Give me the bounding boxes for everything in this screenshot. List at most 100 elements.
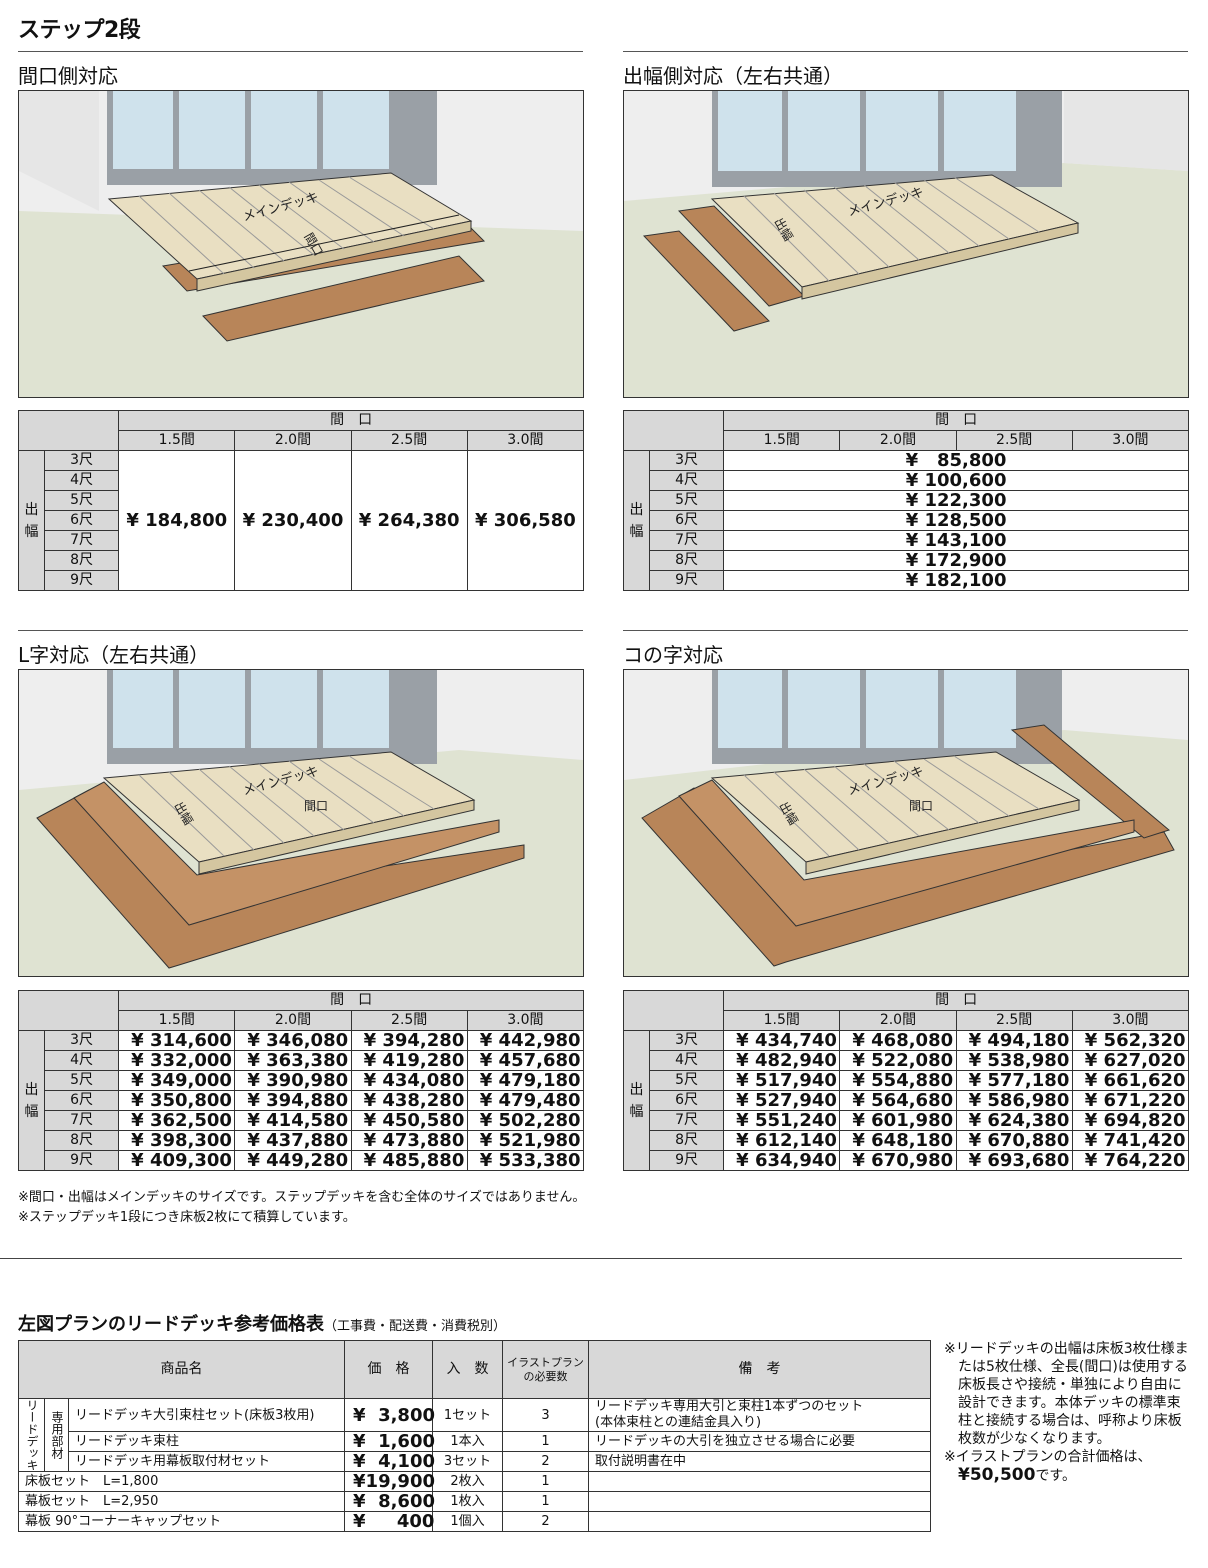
row-label: 7尺 [44, 1110, 120, 1131]
group-label-leaddeck: リードデッキ [18, 1398, 45, 1472]
price-cell: ¥ 764,220 [1071, 1150, 1190, 1171]
row-label: 5尺 [44, 1070, 120, 1091]
illustration-maguchi: メインデッキ 間口 [18, 90, 584, 398]
price-cell: ¥ 346,080 [234, 1030, 352, 1051]
price-cell: ¥ 661,620 [1071, 1070, 1190, 1091]
item-name: 床板セット L=1,800 [17, 1471, 346, 1492]
column-header: 3.0間 [1071, 430, 1190, 451]
section-divider [623, 630, 1188, 631]
price-cell: ¥ 671,220 [1071, 1090, 1190, 1111]
header-name: 商品名 [17, 1340, 346, 1399]
row-group-label-dehaba: 出 幅 [17, 450, 46, 591]
column-header: 1.5間 [118, 1010, 236, 1031]
side-note-total: ※イラストプランの合計価格は、¥50,500です。 [944, 1448, 1190, 1485]
total-price: ¥50,500 [958, 1465, 1036, 1485]
item-name: 幕板セット L=2,950 [17, 1491, 346, 1512]
price-cell: ¥ 122,300 [723, 490, 1189, 511]
column-header: 2.5間 [955, 1010, 1073, 1031]
row-label: 6尺 [649, 1090, 725, 1111]
item-price: ¥ 8,600 [344, 1491, 435, 1512]
reference-subtitle: （工事費・配送費・消費税別） [324, 1319, 507, 1334]
column-header: 2.5間 [955, 430, 1073, 451]
column-header: 2.0間 [839, 1010, 957, 1031]
row-label: 4尺 [44, 1050, 120, 1071]
illustration-l: メインデッキ 間口 出幅 [18, 669, 584, 977]
section-divider [18, 51, 583, 52]
section-divider [18, 630, 583, 631]
price-cell: ¥ 434,080 [350, 1070, 468, 1091]
price-cell: ¥ 390,980 [234, 1070, 352, 1091]
row-label: 8尺 [44, 1130, 120, 1151]
row-label: 3尺 [44, 450, 120, 471]
price-cell: ¥ 479,180 [466, 1070, 585, 1091]
row-label: 3尺 [44, 1030, 120, 1051]
row-group-label-dehaba: 出 幅 [17, 1030, 46, 1171]
item-qty: 2枚入 [432, 1471, 504, 1492]
item-qty: 1個入 [432, 1511, 504, 1532]
item-qty: 3セット [432, 1451, 504, 1472]
table-corner [622, 410, 725, 451]
price-cell: ¥ 143,100 [723, 530, 1189, 551]
side-note-prefix: ※イラストプランの合計価格は、 [944, 1449, 1152, 1465]
side-notes: ※リードデッキの出幅は床板3枚仕様または5枚仕様、全長(間口)は使用する床板長さ… [944, 1340, 1190, 1485]
price-cell: ¥ 624,380 [955, 1110, 1073, 1131]
price-cell: ¥ 306,580 [466, 450, 585, 591]
item-price: ¥19,900 [344, 1471, 435, 1492]
row-label: 4尺 [44, 470, 120, 491]
column-header: 1.5間 [118, 430, 236, 451]
column-header: 2.0間 [839, 430, 957, 451]
row-label: 4尺 [649, 470, 725, 491]
row-label: 8尺 [649, 1130, 725, 1151]
row-label: 9尺 [44, 570, 120, 591]
section-title-dehaba: 出幅側対応（左右共通） [623, 64, 843, 88]
item-need: 1 [502, 1491, 590, 1512]
price-cell: ¥ 184,800 [118, 450, 236, 591]
row-label: 4尺 [649, 1050, 725, 1071]
price-cell: ¥ 551,240 [723, 1110, 841, 1131]
row-label: 5尺 [649, 490, 725, 511]
row-label: 6尺 [44, 1090, 120, 1111]
price-cell: ¥ 538,980 [955, 1050, 1073, 1071]
section-title-l: L字対応（左右共通） [18, 643, 210, 667]
price-cell: ¥ 648,180 [839, 1130, 957, 1151]
table-header-maguchi: 間 口 [118, 990, 584, 1011]
price-table-maguchi: 間 口 1.5間 2.0間 2.5間 3.0間 出 幅 3尺 ¥ 184,800… [17, 410, 585, 591]
price-cell: ¥ 438,280 [350, 1090, 468, 1111]
price-cell: ¥ 482,940 [723, 1050, 841, 1071]
item-remark: リードデッキ専用大引と束柱1本ずつのセット (本体束柱との連結金具入り) [588, 1398, 932, 1432]
item-qty: 1セット [432, 1398, 504, 1432]
table-corner [17, 990, 120, 1031]
price-cell: ¥ 627,020 [1071, 1050, 1190, 1071]
reference-title-main: 左図プランのリードデッキ参考価格表 [18, 1314, 324, 1335]
item-remark: リードデッキの大引を独立させる場合に必要 [588, 1431, 932, 1452]
price-cell: ¥ 314,600 [118, 1030, 236, 1051]
item-remark [588, 1471, 932, 1492]
item-remark: 取付説明書在中 [588, 1451, 932, 1472]
item-name: リードデッキ用幕板取付材セット [67, 1451, 346, 1472]
header-price: 価 格 [344, 1340, 434, 1399]
price-cell: ¥ 554,880 [839, 1070, 957, 1091]
column-header: 3.0間 [466, 1010, 585, 1031]
price-cell: ¥ 741,420 [1071, 1130, 1190, 1151]
header-need: イラストプラン の必要数 [502, 1340, 590, 1399]
price-cell: ¥ 612,140 [723, 1130, 841, 1151]
item-name: 幕板 90°コーナーキャップセット [17, 1511, 346, 1532]
price-cell: ¥ 473,880 [350, 1130, 468, 1151]
row-label: 6尺 [44, 510, 120, 531]
table-corner [622, 990, 725, 1031]
price-cell: ¥ 414,580 [234, 1110, 352, 1131]
header-qty: 入 数 [432, 1340, 504, 1399]
illustration-ko: メインデッキ 間口 出幅 [623, 669, 1189, 977]
price-cell: ¥ 85,800 [723, 450, 1189, 471]
section-divider [623, 51, 1188, 52]
table-header-maguchi: 間 口 [723, 990, 1189, 1011]
item-price: ¥ 1,600 [344, 1431, 435, 1452]
price-cell: ¥ 479,480 [466, 1090, 585, 1111]
side-note-suffix: です。 [1035, 1468, 1077, 1484]
price-cell: ¥ 449,280 [234, 1150, 352, 1171]
section-title-maguchi: 間口側対応 [18, 64, 118, 88]
price-cell: ¥ 230,400 [234, 450, 352, 591]
row-label: 7尺 [649, 1110, 725, 1131]
row-label: 3尺 [649, 1030, 725, 1051]
